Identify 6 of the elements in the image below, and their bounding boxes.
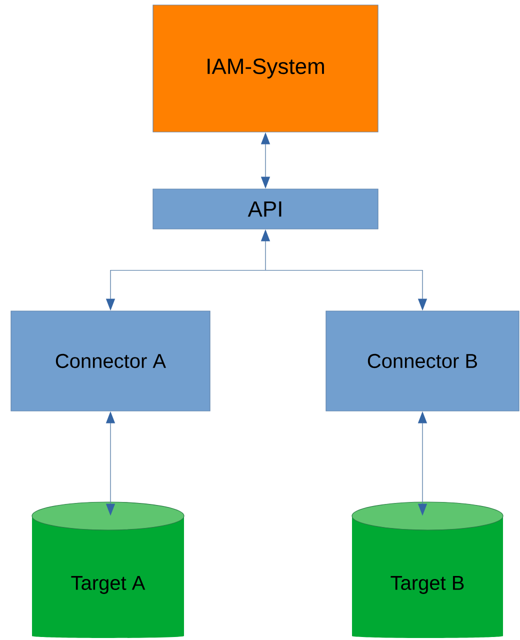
process-box: IAM-System	[152, 4, 378, 132]
database-cylinder: Target B	[352, 502, 504, 638]
database-cylinder: Target A	[32, 502, 184, 638]
process-box: API	[152, 188, 378, 230]
process-box: Connector B	[326, 310, 520, 412]
process-box: Connector A	[10, 310, 210, 412]
